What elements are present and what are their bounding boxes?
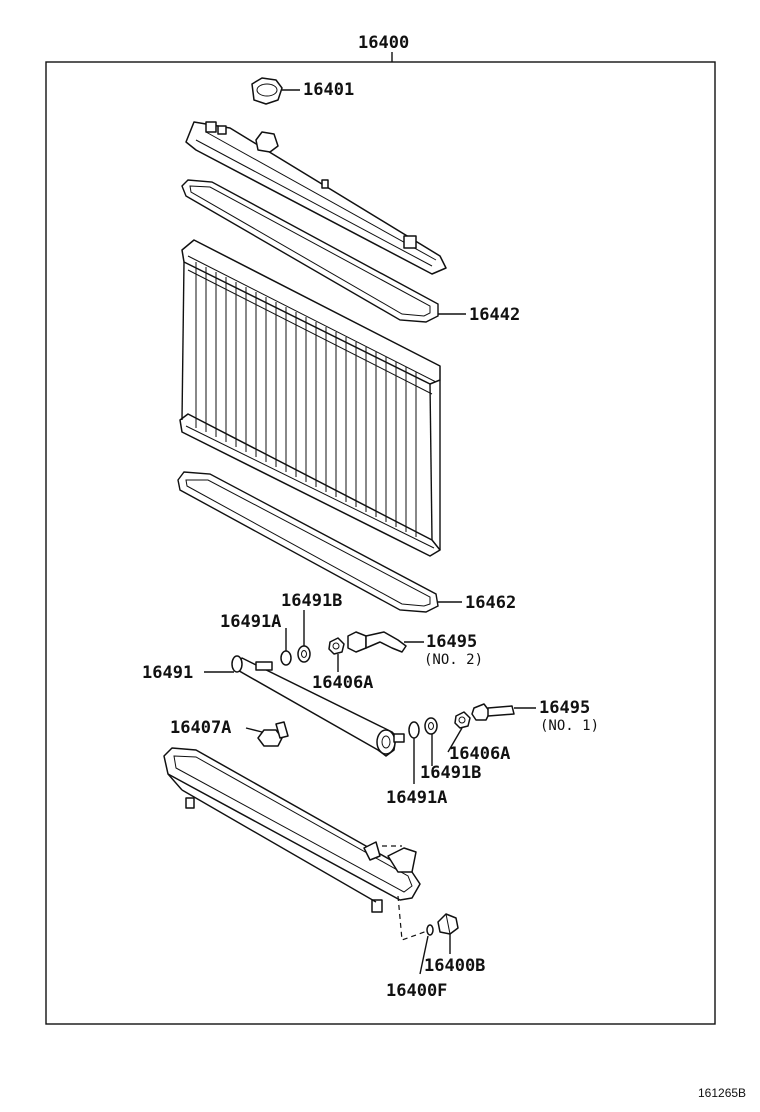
figure-code: 161265B xyxy=(698,1086,746,1100)
label-16400F: 16400F xyxy=(386,981,447,1001)
radiator-cap xyxy=(251,77,283,105)
drain-dash-path xyxy=(397,895,431,941)
nut-16406A-bottom xyxy=(454,711,471,729)
label-16491A-bottom: 16491A xyxy=(386,788,447,808)
label-16495-no1: 16495 xyxy=(539,698,590,718)
washer-16491B-bottom xyxy=(424,717,438,735)
leader-16407A xyxy=(245,727,263,733)
note-16495-no1: (NO. 1) xyxy=(540,718,599,734)
upper-tank xyxy=(185,121,447,275)
leader-16406A-bottom xyxy=(447,727,463,753)
label-16491A-top: 16491A xyxy=(220,612,281,632)
label-16491B-bottom: 16491B xyxy=(420,763,481,783)
lower-tank xyxy=(163,747,421,913)
oring-16491A-bottom xyxy=(408,721,420,739)
bolt-16495-no1 xyxy=(471,703,515,721)
label-16400: 16400 xyxy=(358,33,409,53)
label-16491B-top: 16491B xyxy=(281,591,342,611)
upper-gasket xyxy=(181,179,439,323)
label-16406A-bottom: 16406A xyxy=(449,744,510,764)
radiator-core xyxy=(179,239,441,557)
assembly-frame xyxy=(45,61,716,1025)
drain-cock-16407A xyxy=(257,721,289,747)
pipe-16495-no2 xyxy=(347,631,407,653)
lower-gasket xyxy=(177,471,439,613)
washer-16491B-top xyxy=(297,645,311,663)
oring-16491A-top xyxy=(280,650,292,666)
label-16401: 16401 xyxy=(303,80,354,100)
label-16495-no2: 16495 xyxy=(426,632,477,652)
label-16400B: 16400B xyxy=(424,956,485,976)
oil-cooler xyxy=(231,655,405,757)
label-16491: 16491 xyxy=(142,663,193,683)
drain-plug-16400B xyxy=(437,913,459,935)
label-16407A: 16407A xyxy=(170,718,231,738)
lower-gasket-inner xyxy=(185,479,431,607)
note-16495-no2: (NO. 2) xyxy=(424,652,483,668)
label-16462: 16462 xyxy=(465,593,516,613)
upper-gasket-inner xyxy=(189,185,431,317)
label-16442: 16442 xyxy=(469,305,520,325)
gasket-16400F xyxy=(426,924,434,936)
label-16406A-top: 16406A xyxy=(312,673,373,693)
leader-16400F xyxy=(419,935,429,975)
nut-16406A-top xyxy=(328,637,345,655)
